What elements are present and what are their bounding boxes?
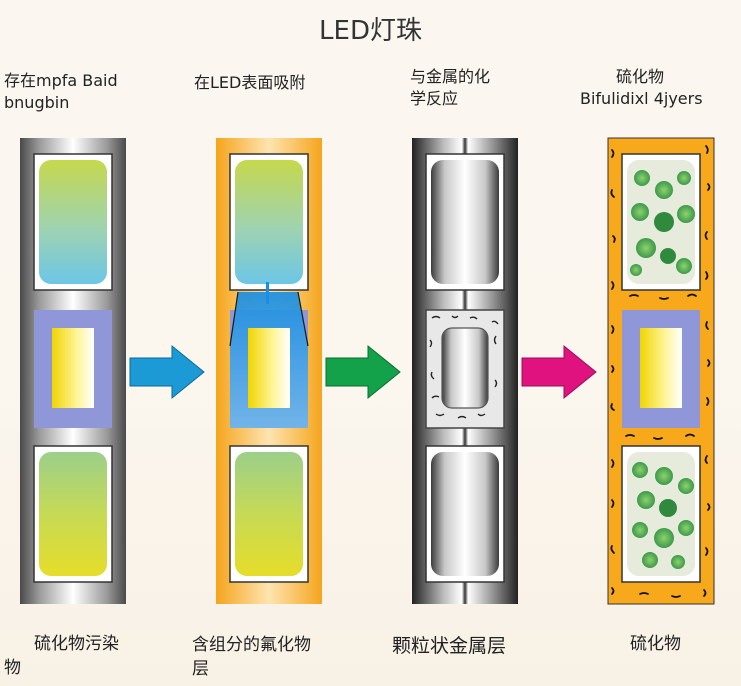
pocket-bottom — [431, 452, 499, 576]
phosphor-bottom — [235, 452, 303, 576]
step3-top-caption-line1: 与金属的化 — [410, 67, 491, 86]
strip-1-led — [20, 138, 126, 604]
pocket-top — [431, 160, 499, 284]
step1-top-caption-line2: bnugbin — [4, 93, 70, 112]
step2-bottom-caption-line2: 层 — [192, 659, 209, 679]
arrow-right-icon — [521, 344, 597, 400]
step2-bottom-caption-line1: 含组分的氟化物 — [192, 635, 311, 655]
phosphor-bottom — [627, 452, 695, 576]
arrow-right-icon — [129, 344, 205, 400]
step1-bottom-caption-line2: 物 — [4, 658, 21, 678]
strip-3-led — [412, 138, 518, 604]
strip-2-led — [216, 138, 322, 604]
led-chip — [248, 328, 290, 408]
step4-top-caption-line1: 硫化物 — [616, 67, 665, 86]
led-chip — [640, 328, 682, 408]
step1-bottom-caption-line1: 硫化物污染 — [34, 634, 119, 654]
sulfide-flecks — [610, 145, 711, 598]
metal-chip — [441, 327, 489, 409]
sulfide-particles-top — [630, 170, 695, 276]
step3-top-caption-line2: 学反应 — [410, 89, 459, 108]
step4-top-caption-line2: Bifulidixl 4jyers — [580, 89, 703, 108]
step3-bottom-caption-line1: 颗粒状金属层 — [392, 635, 507, 657]
step4-bottom-caption-line1: 硫化物 — [630, 634, 681, 654]
step1-top-caption-line1: 存在mpfa Baid — [4, 71, 118, 90]
sulfide-particles-bottom — [632, 462, 694, 569]
phosphor-top — [39, 160, 107, 284]
metal-particles — [429, 315, 499, 419]
phosphor-top — [235, 160, 303, 284]
step2-top-caption-line1: 在LED表面吸附 — [194, 73, 306, 92]
arrow-right-icon — [325, 344, 401, 400]
phosphor-bottom — [39, 452, 107, 576]
strip-4-led — [607, 137, 715, 605]
fluoride-channel — [266, 282, 269, 304]
page-title: LED灯珠 — [319, 16, 422, 46]
led-chip — [52, 328, 94, 408]
